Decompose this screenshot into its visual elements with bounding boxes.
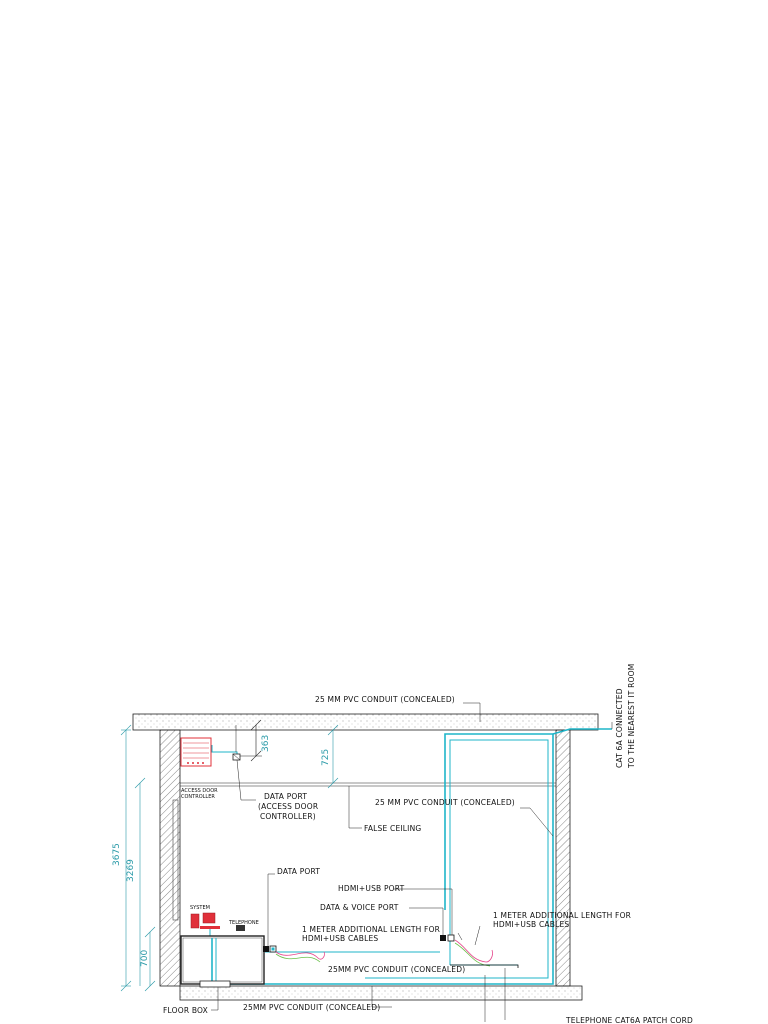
telephone-patch-cord-label: TELEPHONE CAT6A PATCH CORD bbox=[565, 1016, 693, 1024]
left-wall bbox=[159, 729, 181, 987]
data-port-label: DATA PORT bbox=[277, 867, 320, 876]
system-label: SYSTEM bbox=[190, 905, 210, 911]
false-ceiling-label: FALSE CEILING bbox=[364, 824, 421, 833]
cable-coil-left bbox=[275, 951, 325, 960]
conduit-inner-loop bbox=[365, 739, 549, 979]
data-port-icon bbox=[263, 945, 277, 953]
conduit-cat6a-exit bbox=[552, 728, 612, 735]
conduit-right-label: 25 MM PVC CONDUIT (CONCEALED) bbox=[375, 798, 515, 807]
dimension-700: 700 bbox=[140, 950, 150, 967]
cable-coil-right bbox=[454, 939, 493, 963]
cat6a-label-line2: TO THE NEAREST IT ROOM bbox=[627, 664, 636, 769]
extra-length-left-label-2: HDMI+USB CABLES bbox=[302, 934, 378, 943]
floor-box-label: FLOOR BOX bbox=[163, 1006, 208, 1015]
access-door-controller-label-1: ACCESS DOOR bbox=[181, 788, 218, 794]
data-port-acc-label-1: DATA PORT bbox=[264, 792, 307, 801]
dimension-363: 363 bbox=[261, 735, 271, 752]
door-frame bbox=[172, 799, 179, 921]
data-voice-port-label: DATA & VOICE PORT bbox=[320, 903, 399, 912]
leader-lines bbox=[211, 702, 613, 1022]
dimension-3675: 3675 bbox=[112, 843, 122, 866]
telephone-patch-cord bbox=[450, 964, 519, 968]
data-port-acc-label-2: (ACCESS DOOR bbox=[258, 802, 318, 811]
telephone-icon bbox=[236, 925, 245, 931]
dimension-lines bbox=[120, 719, 339, 992]
ceiling-slab bbox=[132, 713, 599, 731]
floor-slab bbox=[179, 985, 583, 1001]
cable-coil-right-2 bbox=[454, 942, 491, 967]
extra-length-right-label-1: 1 METER ADDITIONAL LENGTH FOR bbox=[493, 911, 631, 920]
system-computer-icon bbox=[190, 912, 220, 929]
desk bbox=[180, 935, 265, 985]
conduit-bottom-label: 25MM PVC CONDUIT (CONCEALED) bbox=[243, 1003, 380, 1012]
hdmi-usb-port-icon bbox=[440, 934, 455, 942]
cable-coil-left-2 bbox=[275, 953, 321, 963]
dimension-725: 725 bbox=[321, 749, 331, 766]
conduit-top-label: 25 MM PVC CONDUIT (CONCEALED) bbox=[315, 695, 455, 704]
extra-length-right-label-2: HDMI+USB CABLES bbox=[493, 920, 569, 929]
dimension-3269: 3269 bbox=[126, 859, 136, 882]
data-port-acc-label-3: CONTROLLER) bbox=[260, 812, 316, 821]
telephone-label: TELEPHONE bbox=[228, 920, 259, 926]
right-wall bbox=[555, 729, 571, 987]
conduit-mid-label: 25MM PVC CONDUIT (CONCEALED) bbox=[328, 965, 465, 974]
floor-box-icon bbox=[199, 980, 231, 988]
conduit-main-loop bbox=[370, 733, 554, 985]
access-door-controller-icon bbox=[180, 737, 212, 767]
extra-length-left-label-1: 1 METER ADDITIONAL LENGTH FOR bbox=[302, 925, 440, 934]
cat6a-label-line1: CAT 6A CONNECTED bbox=[615, 688, 624, 768]
access-door-controller-label-2: CONTROLLER bbox=[181, 794, 215, 800]
hdmi-usb-port-label: HDMI+USB PORT bbox=[338, 884, 405, 893]
data-port-acc-icon bbox=[232, 753, 241, 761]
